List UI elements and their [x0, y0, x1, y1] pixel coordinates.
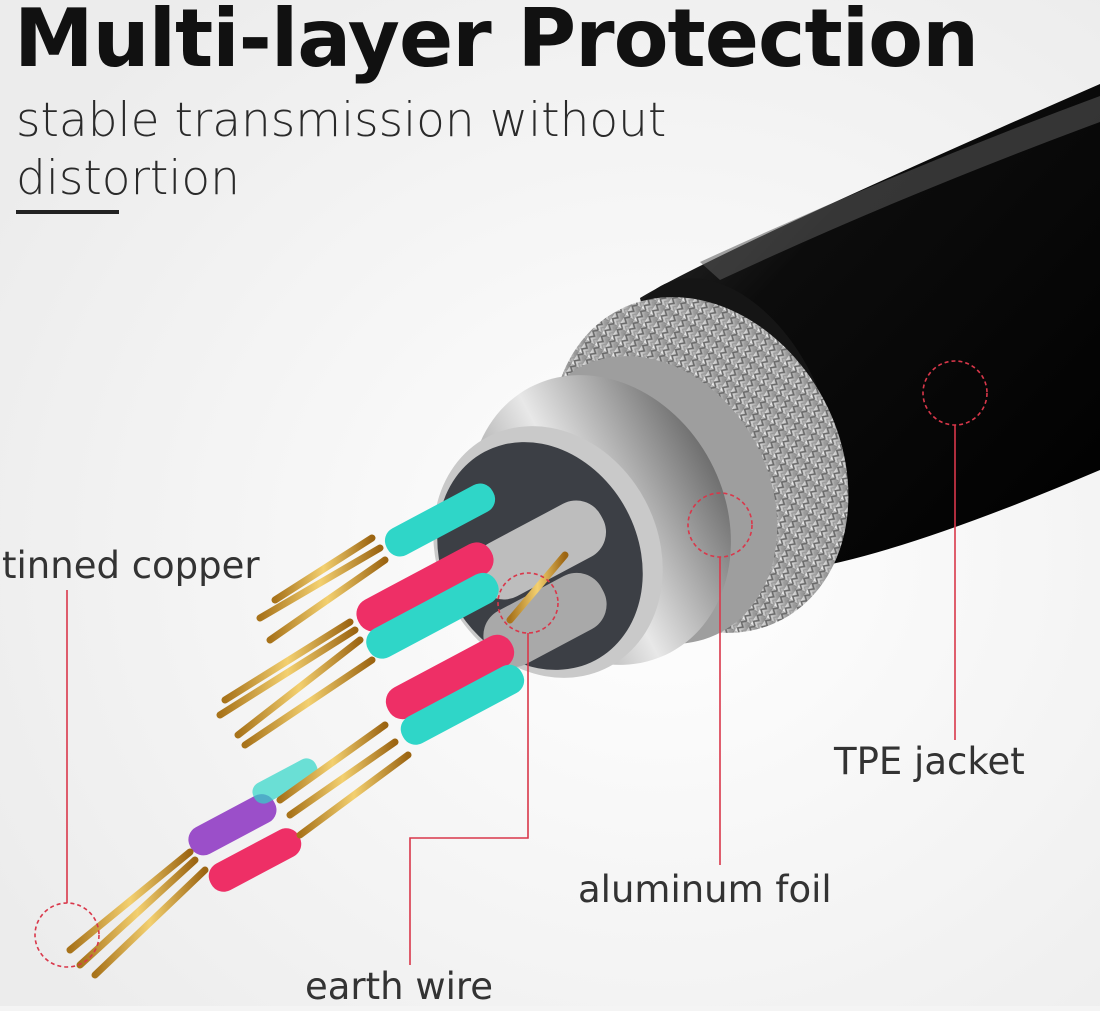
callout-lines [34, 360, 988, 968]
label-tinned-copper: tinned copper [2, 544, 260, 587]
label-aluminum-foil: aluminum foil [578, 868, 832, 911]
inner-wires-shape [66, 483, 607, 979]
title-underline [16, 210, 119, 214]
label-earth-wire: earth wire [305, 965, 494, 1008]
page-subtitle: stable transmission without distortion [16, 93, 667, 206]
page-title: Multi-layer Protection [14, 0, 979, 85]
earth-wire-marker [497, 572, 559, 634]
label-tpe-jacket: TPE jacket [834, 740, 1025, 783]
